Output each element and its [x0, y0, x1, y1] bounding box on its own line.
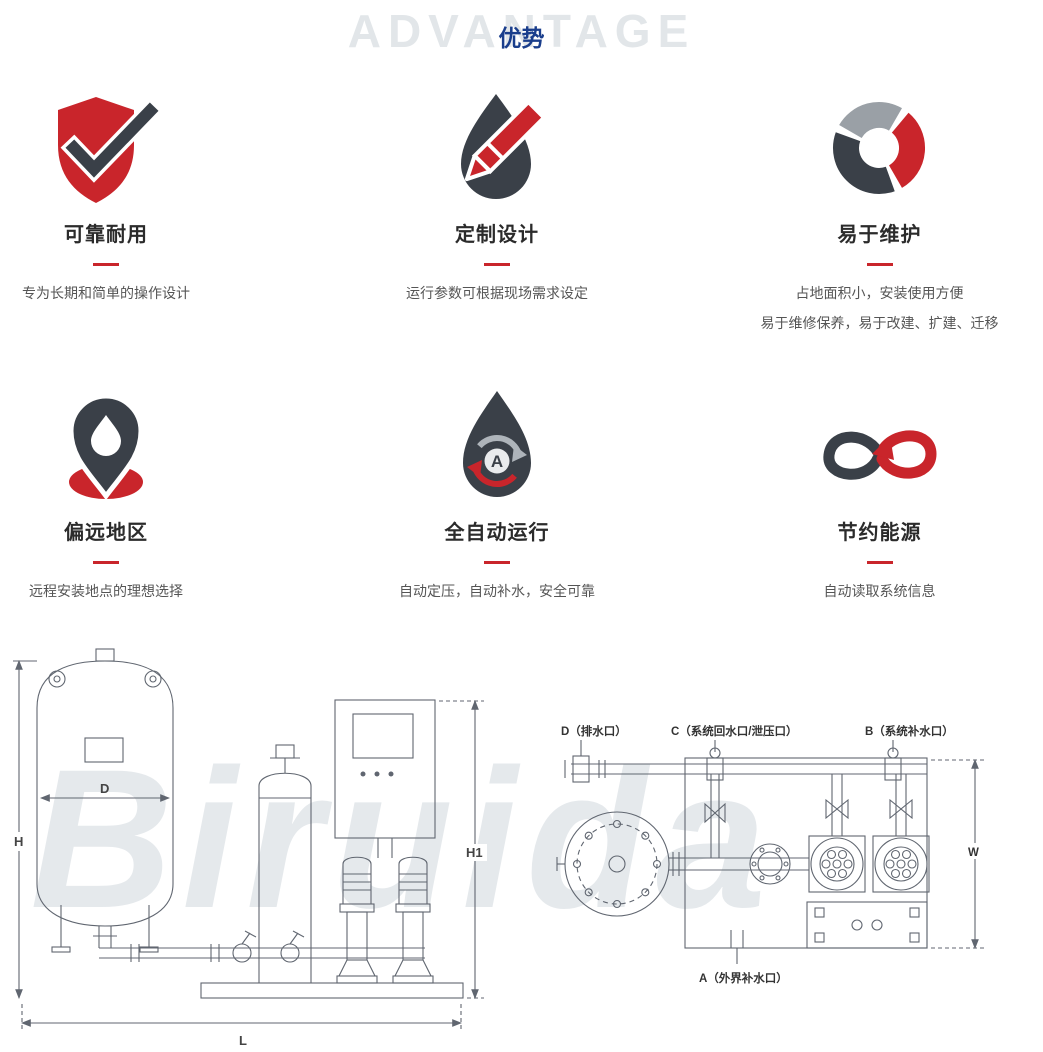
- port-label-a: A（外界补水口）: [699, 971, 788, 985]
- advantage-title: 可靠耐用: [64, 224, 148, 246]
- port-label-b: B（系统补水口）: [865, 724, 954, 738]
- dim-label-w: W: [968, 847, 979, 859]
- advantage-card-maintenance: 易于维护 占地面积小，安装使用方便 易于维修保养，易于改建、扩建、迁移: [716, 84, 1043, 338]
- advantage-desc: 占地面积小，安装使用方便 易于维修保养，易于改建、扩建、迁移: [716, 278, 1043, 338]
- segmented-ring-icon: [832, 102, 925, 194]
- infinity-arrow-icon: [716, 382, 1043, 504]
- port-label-c: C（系统回水口/泄压口）: [671, 724, 798, 738]
- dim-label-h: H: [14, 834, 23, 849]
- shield-check-icon: [58, 97, 162, 203]
- advantage-desc-line: 自动读取系统信息: [823, 583, 936, 599]
- advantage-desc: 自动定压，自动补水，安全可靠: [372, 576, 622, 606]
- header-background-text: ADVANTAGE: [347, 5, 696, 57]
- advantage-title: 节约能源: [837, 522, 922, 544]
- advantage-desc-line: 专为长期和简单的操作设计: [22, 285, 190, 301]
- front-view-drawing: H D H1 L: [10, 648, 487, 1048]
- auto-icon-letter: A: [491, 452, 503, 471]
- shield-check-icon: [0, 84, 212, 206]
- advantage-card-reliable: 可靠耐用 专为长期和简单的操作设计: [0, 84, 212, 308]
- advantage-card-automatic: A 全自动运行 自动定压，自动补水，安全可靠: [372, 382, 622, 606]
- advantage-desc-line: 运行参数可根据现场需求设定: [406, 285, 588, 301]
- section-header: ADVANTAGE 优势: [0, 0, 1043, 64]
- location-pin-icon: [68, 393, 144, 501]
- drop-pencil-icon: [372, 84, 622, 206]
- advantage-desc: 专为长期和简单的操作设计: [0, 278, 212, 308]
- drawings-section: Biruida: [0, 640, 1043, 1052]
- advantage-card-energy-saving: 节约能源 自动读取系统信息: [716, 382, 1043, 606]
- auto-cycle-icon: A: [463, 391, 531, 497]
- red-divider: [484, 561, 510, 564]
- advantage-desc-line: 易于维修保养，易于改建、扩建、迁移: [760, 315, 999, 332]
- advantage-desc: 远程安装地点的理想选择: [0, 576, 212, 606]
- red-divider: [93, 263, 119, 266]
- front-view-lines: [13, 648, 484, 1031]
- advantage-title: 易于维护: [837, 224, 922, 246]
- red-divider: [93, 561, 119, 564]
- port-label-d: D（排水口）: [561, 724, 627, 738]
- advantage-desc-line: 远程安装地点的理想选择: [29, 583, 183, 599]
- auto-cycle-icon: A: [372, 382, 622, 504]
- advantage-desc: 自动读取系统信息: [716, 576, 1043, 606]
- red-divider: [866, 263, 893, 266]
- page-title: 优势: [498, 25, 545, 51]
- location-pin-icon: [0, 382, 212, 504]
- advantage-desc-line: 自动定压，自动补水，安全可靠: [399, 583, 595, 599]
- dim-label-l: L: [239, 1033, 247, 1048]
- dim-label-d: D: [100, 781, 109, 796]
- advantage-card-custom-design: 定制设计 运行参数可根据现场需求设定: [372, 84, 622, 308]
- advantage-title: 全自动运行: [444, 522, 550, 544]
- dim-label-h1: H1: [466, 845, 483, 860]
- red-divider: [866, 561, 893, 564]
- segmented-ring-icon: [716, 84, 1043, 206]
- red-divider: [484, 263, 510, 266]
- advantage-card-remote-area: 偏远地区 远程安装地点的理想选择: [0, 382, 212, 606]
- drop-pencil-icon: [461, 94, 547, 199]
- top-view-drawing: D（排水口） C（系统回水口/泄压口） B（系统补水口） A（外界补水口） W: [556, 724, 984, 985]
- advantage-title: 定制设计: [455, 224, 539, 246]
- advantage-title: 偏远地区: [64, 522, 148, 544]
- advantage-desc-line: 占地面积小，安装使用方便: [795, 285, 964, 301]
- top-view-lines: [556, 740, 984, 964]
- advantage-desc: 运行参数可根据现场需求设定: [372, 278, 622, 308]
- infinity-arrow-icon: [823, 430, 937, 480]
